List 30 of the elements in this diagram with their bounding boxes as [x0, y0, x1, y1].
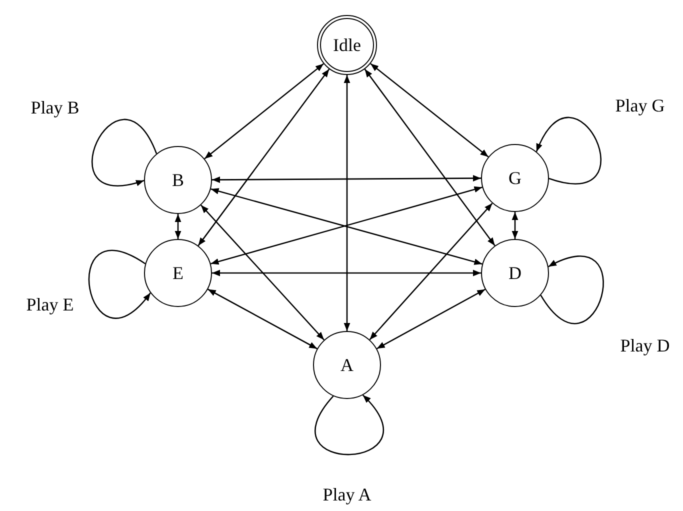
arrow [208, 288, 318, 350]
state-circle [313, 331, 381, 399]
state-name: D [508, 262, 522, 284]
start-state-circle [317, 15, 377, 75]
arrow [204, 63, 324, 160]
self-loop-arrow [88, 250, 151, 318]
state-name: Idle [333, 34, 361, 56]
arrow [212, 270, 481, 276]
arrow [212, 175, 481, 183]
state-circle [481, 239, 549, 307]
self-loop-arrow [536, 117, 602, 184]
state-name: G [508, 168, 522, 188]
state-name: E [172, 262, 184, 284]
arrow [369, 202, 493, 340]
self-loop-arrow [314, 394, 384, 456]
state-circle [144, 146, 212, 214]
arrow [198, 68, 330, 246]
arrow [344, 75, 350, 331]
self-loop-arrow [92, 119, 158, 186]
arrow [174, 214, 182, 239]
arrow [200, 204, 325, 340]
arrow [376, 288, 486, 350]
state-circle [481, 144, 549, 212]
arrow [512, 212, 518, 239]
state-name: A [340, 354, 354, 376]
state-circle [144, 239, 212, 307]
arrow [370, 63, 489, 158]
arrow [364, 68, 496, 246]
state-name: B [172, 170, 184, 190]
self-loop-arrow [540, 256, 604, 324]
